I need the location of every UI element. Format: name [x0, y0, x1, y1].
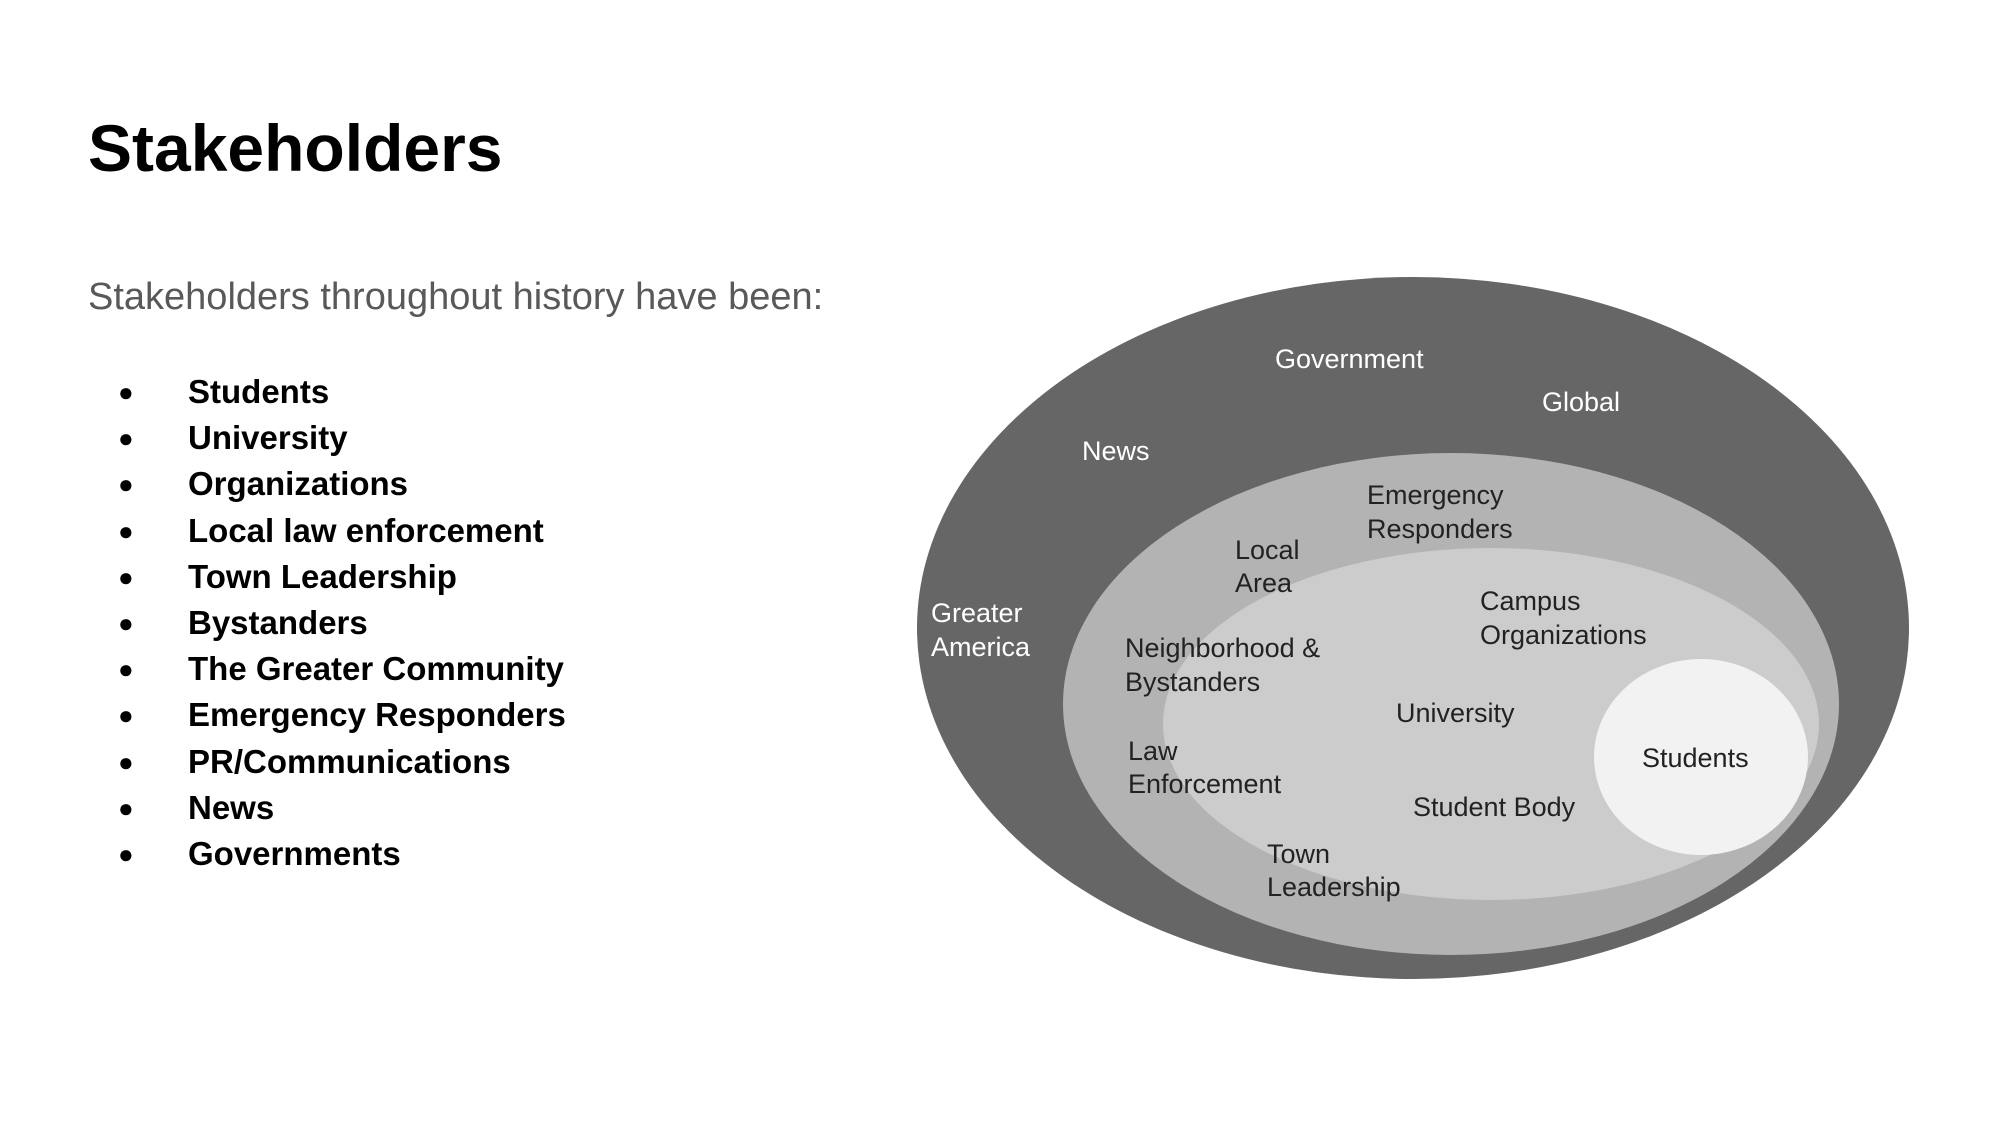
label-government: Government [1275, 344, 1424, 374]
bullet-icon: ● [118, 607, 134, 638]
list-item-label: The Greater Community [188, 650, 564, 688]
intro-text: Stakeholders throughout history have bee… [88, 276, 824, 318]
bullet-icon: ● [118, 423, 134, 454]
bullet-icon: ● [118, 654, 134, 685]
bullet-icon: ● [118, 561, 134, 592]
list-item-label: PR/Communications [188, 742, 511, 780]
label-local-area: Local Area [1235, 535, 1307, 598]
label-student-body: Student Body [1413, 792, 1576, 822]
list-item-label: News [188, 788, 275, 826]
label-campus-organizations: Campus Organizations [1480, 586, 1647, 650]
bullet-icon: ● [118, 792, 134, 823]
list-item-label: Organizations [188, 465, 409, 503]
label-town-leadership: Town Leadership [1267, 839, 1401, 902]
slide-title: Stakeholders [88, 111, 503, 185]
list-item-label: Governments [188, 834, 401, 872]
students-ellipse [1594, 659, 1808, 855]
label-greater-america: Greater America [931, 598, 1031, 662]
bullet-icon: ● [118, 700, 134, 731]
list-item-label: Town Leadership [188, 557, 457, 595]
bullet-icon: ● [118, 838, 134, 869]
label-neighborhood-bystanders: Neighborhood & Bystanders [1125, 633, 1328, 697]
label-news: News [1082, 436, 1150, 466]
bullet-icon: ● [118, 515, 134, 546]
label-law-enforcement: Law Enforcement [1128, 736, 1282, 799]
label-global: Global [1542, 387, 1620, 417]
list-item-label: University [188, 419, 348, 457]
list-item-label: Students [188, 373, 330, 410]
label-university: University [1396, 698, 1515, 728]
bullet-icon: ● [118, 746, 134, 777]
list-item-label: Emergency Responders [188, 696, 566, 734]
label-students: Students [1642, 743, 1749, 773]
list-item-label: Local law enforcement [188, 511, 544, 549]
label-emergency-responders: Emergency Responders [1367, 480, 1513, 544]
bullet-icon: ● [118, 377, 134, 407]
list-item-label: Bystanders [188, 603, 368, 641]
bullet-icon: ● [118, 469, 134, 500]
